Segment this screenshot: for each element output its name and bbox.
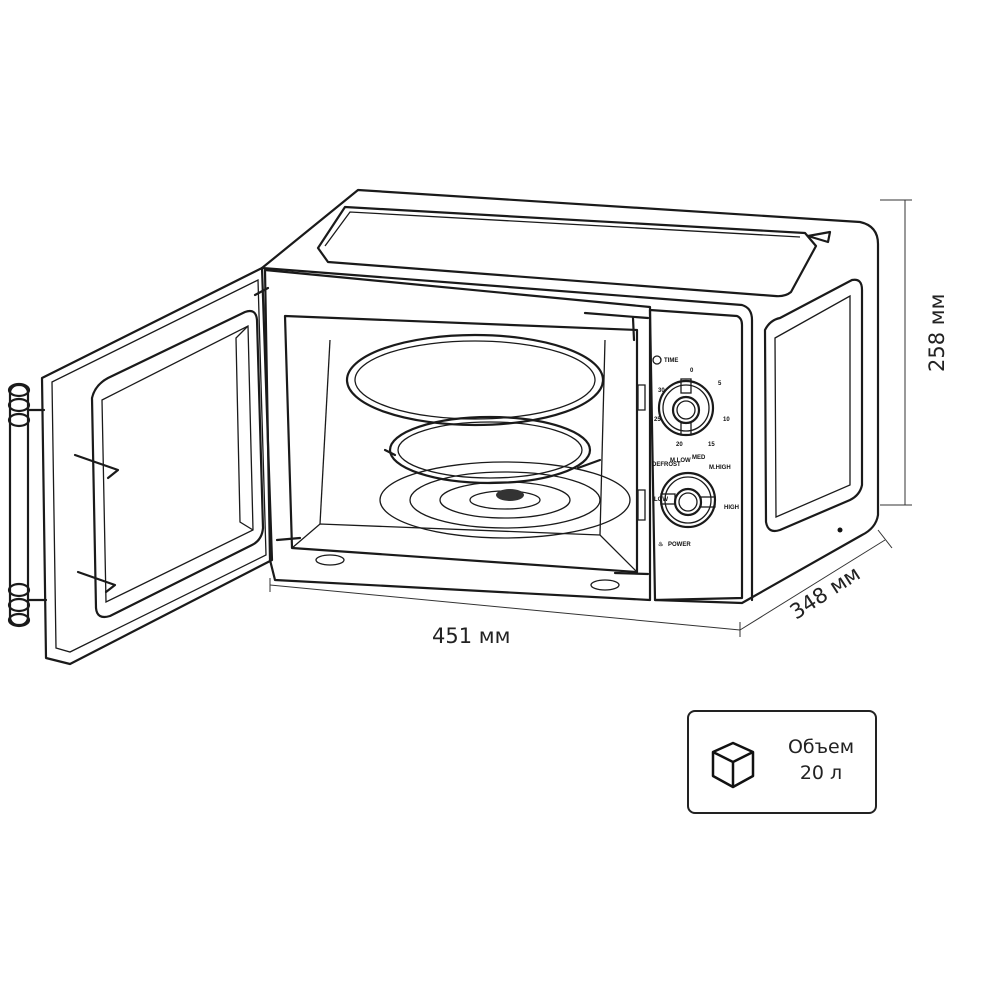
width-dimension: 451 мм	[432, 624, 510, 648]
timer-mark: 10	[723, 417, 730, 423]
volume-value: 20 л	[799, 762, 843, 784]
power-mark: HIGH	[724, 505, 739, 511]
microwave-door	[40, 266, 302, 666]
timer-mark: 25	[654, 417, 661, 423]
door-handle[interactable]	[7, 382, 48, 628]
control-panel: TIME 0 5 10 15 20 25 30 DEFROST M.LOW ME…	[583, 308, 744, 602]
power-knob[interactable]	[659, 471, 717, 529]
power-label: POWER	[668, 542, 691, 548]
timer-label: TIME	[664, 358, 678, 364]
power-mark: MED	[692, 455, 706, 461]
timer-knob[interactable]	[657, 378, 715, 437]
height-dimension: 258 мм	[925, 294, 949, 372]
timer-mark: 5	[718, 381, 722, 387]
power-mark: M.LOW	[670, 458, 691, 464]
power-mark: M.HIGH	[709, 465, 731, 471]
cube-icon	[711, 741, 755, 789]
volume-label: Объем	[787, 736, 855, 758]
microwave-body	[260, 188, 880, 605]
clock-icon	[652, 355, 662, 365]
timer-mark: 30	[658, 388, 665, 394]
turntable-rack	[345, 333, 631, 539]
timer-mark: 20	[676, 442, 683, 448]
timer-mark: 15	[708, 442, 715, 448]
dimension-lines	[269, 199, 912, 637]
power-mark: DEFROST	[652, 462, 681, 468]
volume-badge: Объем 20 л	[687, 710, 877, 814]
flame-icon: ♨	[658, 541, 663, 548]
timer-mark: 0	[690, 368, 694, 374]
